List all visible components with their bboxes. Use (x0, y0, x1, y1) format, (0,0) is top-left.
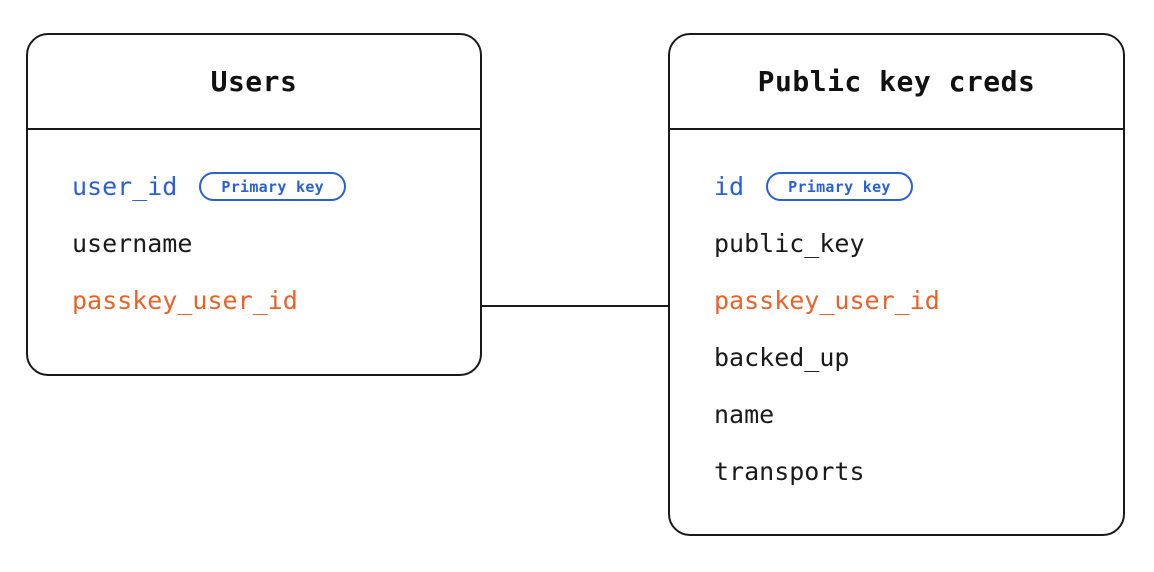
field-name-transports: transports (714, 457, 865, 486)
field-name-id: id (714, 172, 745, 201)
field-row[interactable]: passkey_user_id (72, 272, 480, 329)
entity-users-field-list: user_id Primary key username passkey_use… (28, 130, 480, 329)
relationship-connector-users-to-public-key-creds[interactable] (480, 305, 670, 307)
primary-key-badge: Primary key (766, 172, 913, 201)
primary-key-badge: Primary key (199, 172, 346, 201)
field-name-public-key: public_key (714, 229, 865, 258)
entity-users-header: Users (28, 35, 480, 130)
field-row[interactable]: public_key (714, 215, 1123, 272)
field-row[interactable]: id Primary key (714, 158, 1123, 215)
field-row[interactable]: username (72, 215, 480, 272)
field-name-username: username (72, 229, 193, 258)
entity-users[interactable]: Users user_id Primary key username passk… (26, 33, 482, 376)
field-row[interactable]: passkey_user_id (714, 272, 1123, 329)
field-row[interactable]: backed_up (714, 329, 1123, 386)
field-name-backed-up: backed_up (714, 343, 850, 372)
field-name-user-id: user_id (72, 172, 178, 201)
entity-public-key-creds[interactable]: Public key creds id Primary key public_k… (668, 33, 1125, 536)
field-row[interactable]: user_id Primary key (72, 158, 480, 215)
entity-public-key-creds-field-list: id Primary key public_key passkey_user_i… (670, 130, 1123, 500)
field-row[interactable]: transports (714, 443, 1123, 500)
field-name-passkey-user-id: passkey_user_id (714, 286, 940, 315)
entity-public-key-creds-title: Public key creds (757, 65, 1036, 98)
field-name-passkey-user-id: passkey_user_id (72, 286, 298, 315)
entity-users-title: Users (210, 65, 298, 98)
field-row[interactable]: name (714, 386, 1123, 443)
entity-public-key-creds-header: Public key creds (670, 35, 1123, 130)
field-name-name: name (714, 400, 775, 429)
